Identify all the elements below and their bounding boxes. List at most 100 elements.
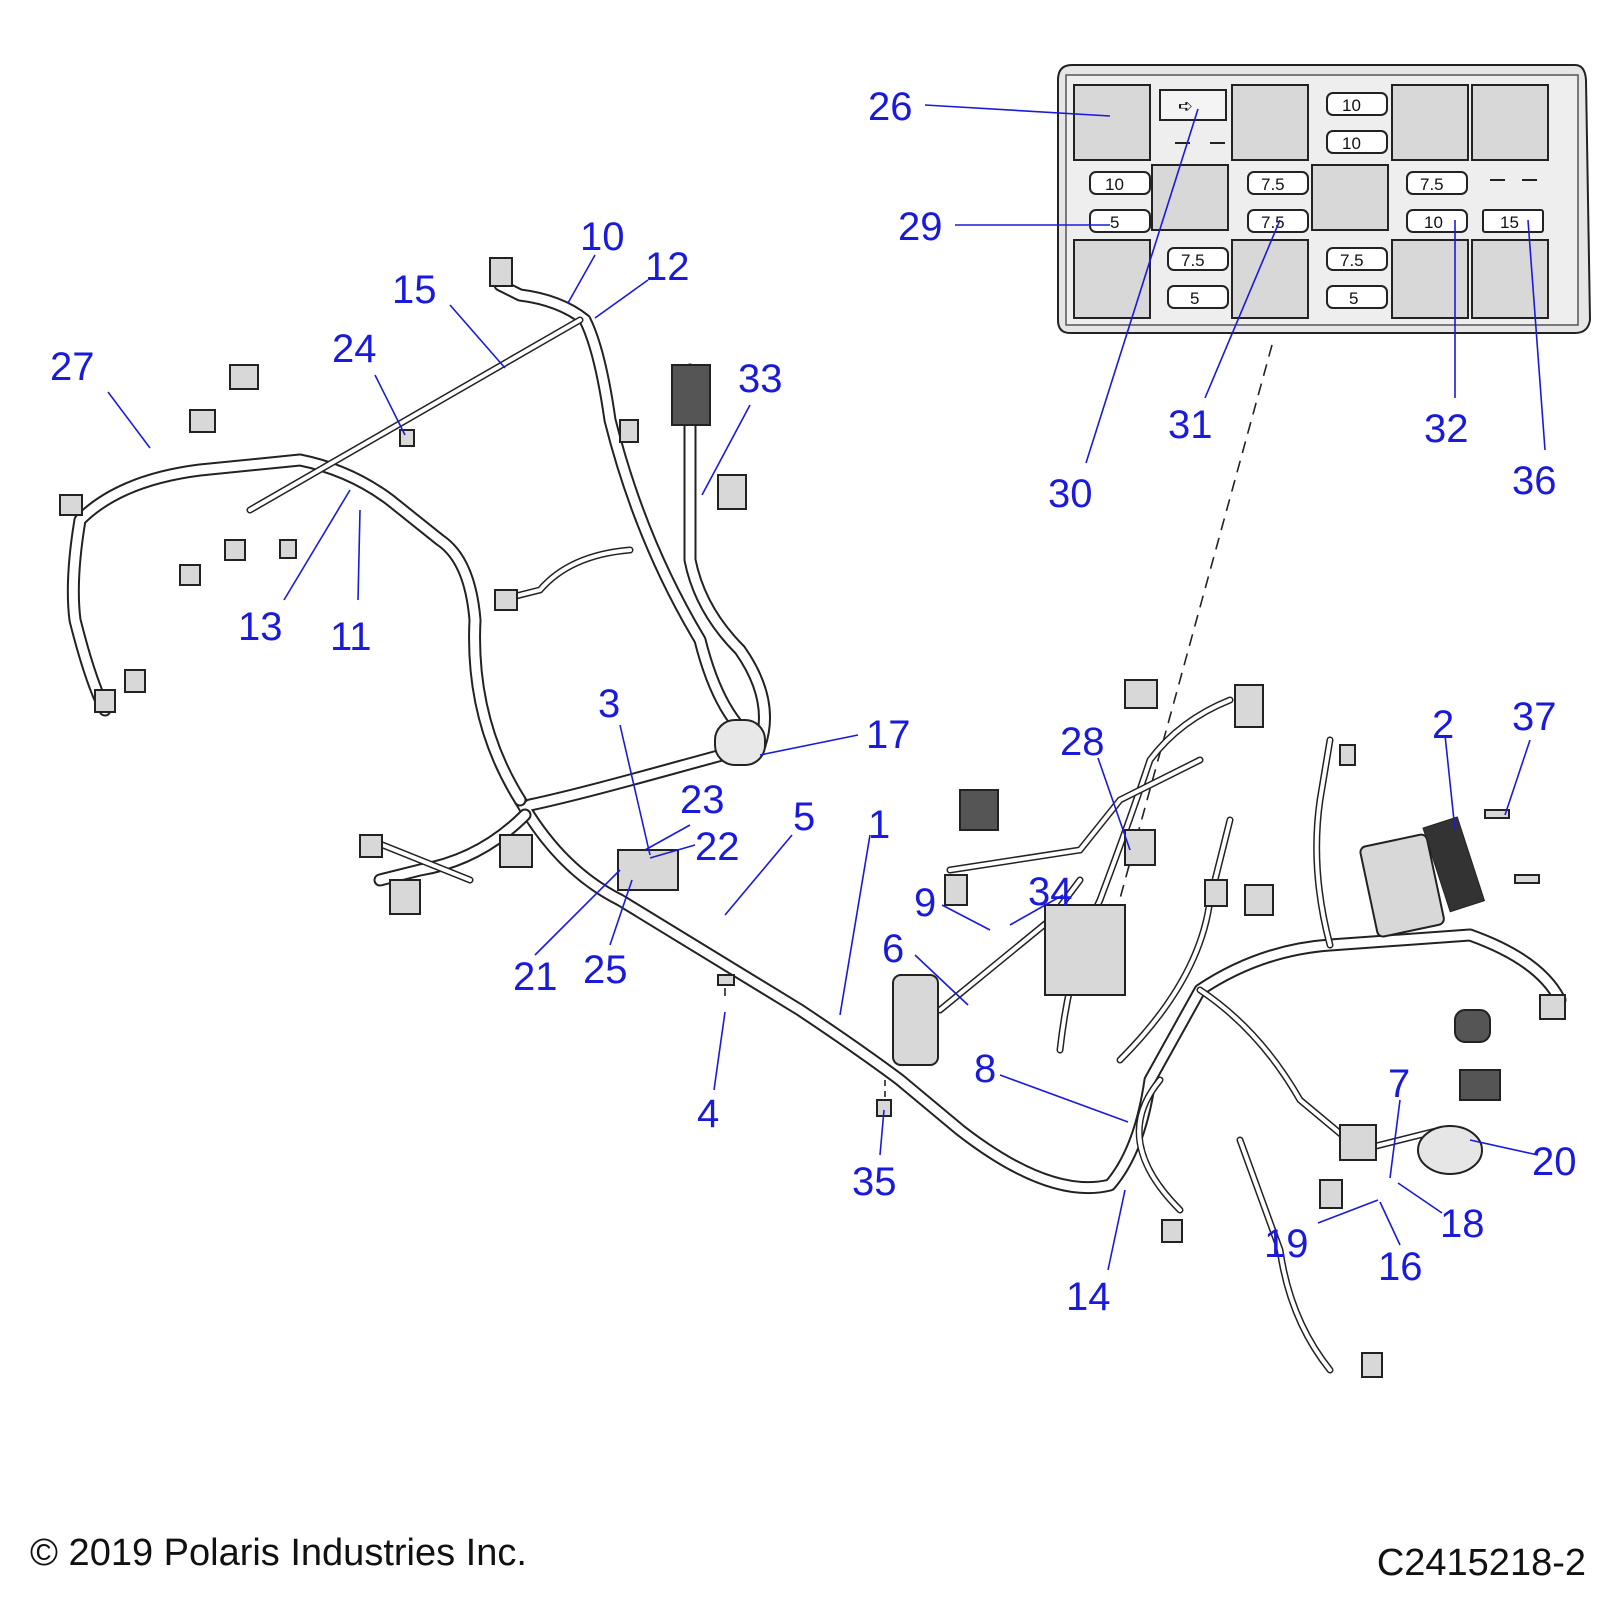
fuse-sheet [1422, 816, 1486, 913]
fuse-block [1044, 904, 1126, 996]
fuse: 10 [1326, 92, 1388, 116]
connector [179, 564, 201, 586]
svg-text:5: 5 [1190, 289, 1199, 308]
callout-29: 29 [898, 205, 943, 249]
callout-37: 37 [1512, 695, 1557, 739]
connector [279, 539, 297, 559]
callout-23: 23 [680, 778, 725, 822]
callout-17: 17 [866, 713, 911, 757]
svg-text:7.5: 7.5 [1261, 213, 1285, 232]
callout-2: 2 [1432, 703, 1454, 747]
svg-text:7.5: 7.5 [1340, 251, 1364, 270]
relay-block [1471, 239, 1549, 319]
callout-8: 8 [974, 1047, 996, 1091]
callout-22: 22 [695, 825, 740, 869]
connector [94, 689, 116, 713]
callout-6: 6 [882, 927, 904, 971]
fuse: 5 [1167, 285, 1229, 309]
connector [499, 834, 533, 868]
callout-18: 18 [1440, 1202, 1485, 1246]
svg-text:10: 10 [1424, 213, 1443, 232]
callout-28: 28 [1060, 720, 1105, 764]
connector [59, 494, 83, 516]
relay-block [1311, 164, 1389, 231]
connector [1124, 829, 1156, 866]
connector [224, 539, 246, 561]
callout-25: 25 [583, 948, 628, 992]
callout-21: 21 [513, 955, 558, 999]
svg-text:5: 5 [1110, 213, 1119, 232]
callout-11: 11 [330, 615, 372, 659]
callout-15: 15 [392, 268, 437, 312]
connector [944, 874, 968, 906]
relay-box [1359, 833, 1445, 938]
relay-block [1073, 84, 1151, 161]
svg-text:10: 10 [1342, 134, 1361, 153]
relay-block [1391, 239, 1469, 319]
diode-module [1159, 89, 1227, 121]
callout-7: 7 [1388, 1062, 1410, 1106]
svg-text:7.5: 7.5 [1261, 175, 1285, 194]
connector [1459, 1069, 1501, 1101]
connector [1539, 994, 1566, 1020]
connector [1244, 884, 1274, 916]
callout-9: 9 [914, 881, 936, 925]
callout-36: 36 [1512, 459, 1557, 503]
connector [1361, 1352, 1383, 1378]
relay-block [1231, 84, 1309, 161]
fuse-box-inset: ➪ 10 10 10 5 7.5 7.5 7.5 10 15 7.5 5 7.5… [1057, 64, 1592, 334]
callout-3: 3 [598, 682, 620, 726]
relay-block [1471, 84, 1549, 161]
svg-text:15: 15 [1500, 213, 1519, 232]
callout-12: 12 [645, 245, 690, 289]
callout-33: 33 [738, 357, 783, 401]
svg-text:10: 10 [1342, 96, 1361, 115]
connector [189, 409, 216, 433]
arrow-icon: ➪ [1178, 96, 1193, 116]
bolt [1484, 809, 1510, 819]
main-harness [66, 278, 1567, 1374]
callout-32: 32 [1424, 407, 1469, 451]
connector [399, 429, 415, 447]
fuse: 10 [1406, 209, 1468, 233]
fuse: 7.5 [1167, 247, 1229, 271]
fuse-block-bracket [617, 849, 679, 891]
svg-text:10: 10 [1105, 175, 1124, 194]
connector [229, 364, 259, 390]
callout-4: 4 [697, 1092, 719, 1136]
fuse: 7.5 [1247, 171, 1309, 195]
callout-30: 30 [1048, 472, 1093, 516]
callout-20: 20 [1532, 1140, 1577, 1184]
connector [717, 474, 747, 510]
callout-1: 1 [868, 803, 890, 847]
fuse: 5 [1089, 209, 1151, 233]
connector [124, 669, 146, 693]
connector [619, 419, 639, 443]
callout-19: 19 [1264, 1222, 1309, 1266]
connector [389, 879, 421, 915]
connector [1339, 1124, 1377, 1161]
connector [671, 364, 711, 426]
connector [494, 589, 518, 611]
callout-5: 5 [793, 795, 815, 839]
connector [959, 789, 999, 831]
connector [1124, 679, 1158, 709]
fuse: 5 [1326, 285, 1388, 309]
fuse: 10 [1089, 171, 1151, 195]
callout-10: 10 [580, 215, 625, 259]
connector [489, 257, 513, 287]
ecu-module [892, 974, 939, 1066]
svg-text:7.5: 7.5 [1420, 175, 1444, 194]
fuse: 7.5 [1406, 171, 1468, 195]
callout-24: 24 [332, 327, 377, 371]
connectors [59, 257, 1566, 1378]
connector [717, 974, 735, 986]
callout-34: 34 [1028, 870, 1073, 914]
relay-block [1231, 239, 1309, 319]
connector [1234, 684, 1264, 728]
fuse: 10 [1326, 130, 1388, 154]
callout-31: 31 [1168, 403, 1213, 447]
connector [1161, 1219, 1183, 1243]
fuse: 7.5 [1326, 247, 1388, 271]
